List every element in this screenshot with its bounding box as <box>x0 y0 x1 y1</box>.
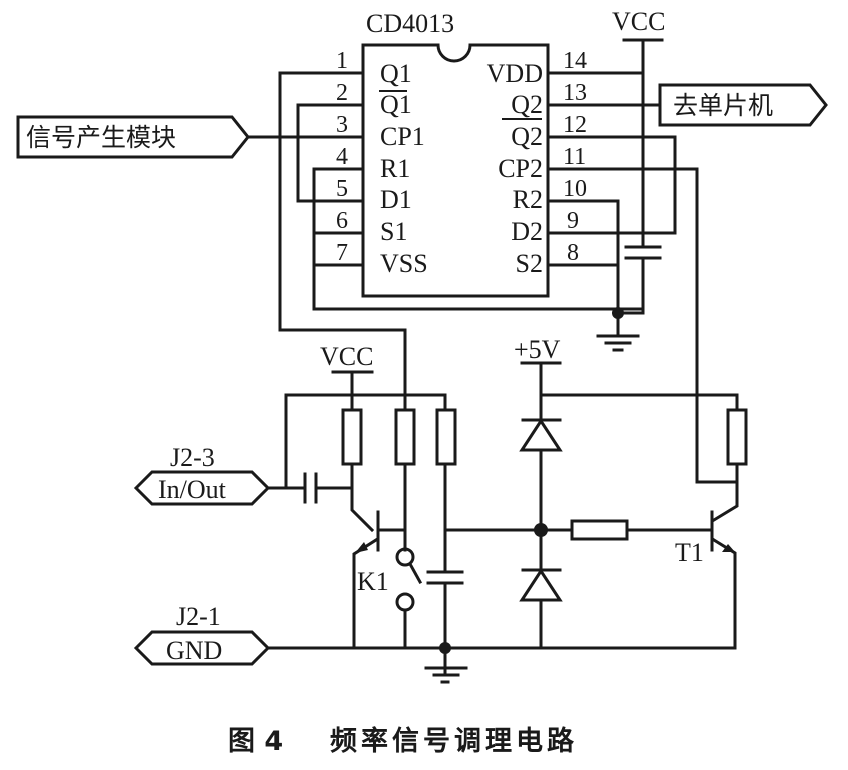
in-out-ref: J2-3 <box>170 443 215 472</box>
transistor-label: T1 <box>675 538 704 567</box>
chip-left-pin-labels: Q1 Q1 CP1 R1 D1 S1 VSS <box>379 59 428 278</box>
pin-label-cp1: CP1 <box>380 122 425 151</box>
left-wiring <box>246 71 642 412</box>
in-out-port: J2-3 In/Out <box>133 443 271 506</box>
resistor <box>341 408 363 466</box>
pin-number: 13 <box>563 80 587 106</box>
diode <box>519 418 563 452</box>
pin-label-d2: D2 <box>511 217 543 246</box>
pin-label-s1: S1 <box>380 217 407 246</box>
pin-label-r2: R2 <box>513 185 543 214</box>
gnd-port: J2-1 GND <box>133 602 271 666</box>
resistor <box>394 408 416 466</box>
caption-title: 频率信号调理电路 <box>330 725 578 757</box>
resistor <box>570 519 629 541</box>
to-mcu-label: 去单片机 <box>673 91 773 120</box>
in-out-label: In/Out <box>158 475 227 504</box>
pin-label-vdd: VDD <box>487 59 543 88</box>
pin-number: 12 <box>563 112 587 138</box>
pin-number: 4 <box>336 144 348 170</box>
signal-source-port: 信号产生模块 <box>16 115 250 159</box>
signal-source-label: 信号产生模块 <box>26 123 176 152</box>
pin-label-vss: VSS <box>380 249 428 278</box>
chip-body <box>361 43 550 298</box>
chip-left-pin-numbers: 1 2 3 4 5 6 7 <box>336 48 348 266</box>
pin-number: 2 <box>336 80 348 106</box>
pin-number: 14 <box>563 48 587 74</box>
figure-caption: 图 4 频率信号调理电路 <box>228 725 578 757</box>
vcc-label-bottom: VCC <box>320 342 373 371</box>
bottom-right-circuit: +5V T1 <box>514 335 748 650</box>
right-wiring <box>546 38 737 484</box>
diode <box>519 568 563 602</box>
bottom-left-circuit: VCC K1 <box>266 342 737 684</box>
pin-label-q1: Q1 <box>380 59 412 88</box>
pin-number: 7 <box>336 240 348 266</box>
pin-number: 10 <box>563 176 587 202</box>
caption-number: 图 4 <box>228 726 283 757</box>
pin-number: 9 <box>567 208 579 234</box>
chip-right-pin-labels: VDD Q2 Q2 CP2 R2 D2 S2 <box>487 59 543 278</box>
pin-label-d1: D1 <box>380 185 412 214</box>
pin-label-r1: R1 <box>380 154 410 183</box>
resistor <box>435 408 457 466</box>
switch-label: K1 <box>357 567 389 596</box>
plus5v-label: +5V <box>514 335 561 364</box>
to-mcu-port: 去单片机 <box>658 83 828 127</box>
gnd-ref: J2-1 <box>176 602 221 631</box>
junction-dot <box>612 307 624 319</box>
pin-number: 5 <box>336 176 348 202</box>
pin-label-s2: S2 <box>516 249 543 278</box>
switch-contact <box>395 547 415 567</box>
switch-contact <box>395 592 415 612</box>
emitter-arrow <box>355 542 368 553</box>
pin-number: 1 <box>336 48 348 74</box>
pin-label-q1-bar: Q1 <box>380 90 412 119</box>
pin-number: 3 <box>336 112 348 138</box>
pin-number: 6 <box>336 208 348 234</box>
pin-label-q2: Q2 <box>511 90 543 119</box>
chip-name: CD4013 <box>366 9 454 38</box>
pin-number: 11 <box>563 144 586 170</box>
pin-number: 8 <box>567 240 579 266</box>
pin-label-q2-bar: Q2 <box>511 122 543 151</box>
emitter-arrow <box>722 544 735 552</box>
pin-label-cp2: CP2 <box>498 154 543 183</box>
vcc-label-top: VCC <box>612 7 665 36</box>
gnd-label: GND <box>166 636 222 665</box>
resistor <box>726 408 748 466</box>
chip-right-pin-numbers: 14 13 12 11 10 9 8 <box>563 48 587 266</box>
